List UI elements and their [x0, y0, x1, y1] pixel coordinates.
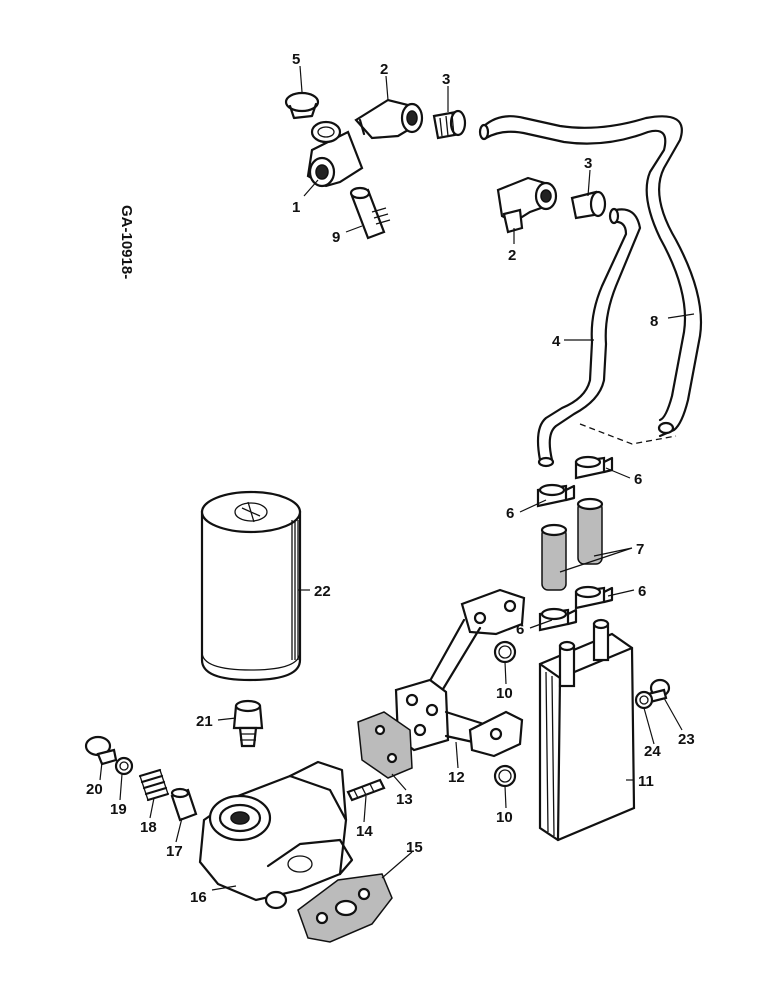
label-2b: 2 [508, 247, 516, 264]
clamp-6d [538, 607, 578, 632]
adaptor-3-top [432, 109, 467, 140]
label-6d: 6 [516, 621, 524, 638]
label-15: 15 [406, 839, 423, 856]
label-24: 24 [644, 743, 661, 760]
label-11: 11 [638, 773, 654, 790]
washer-24 [634, 690, 654, 710]
label-4: 4 [552, 333, 561, 350]
label-6c: 6 [638, 583, 646, 600]
hose-4 [536, 208, 642, 462]
clamp-6b [536, 483, 576, 508]
label-21: 21 [196, 713, 213, 730]
label-3: 3 [442, 71, 450, 88]
label-3b: 3 [584, 155, 592, 172]
washer-19 [114, 756, 134, 776]
label-6b: 6 [506, 505, 514, 522]
adaptor-21 [232, 699, 264, 748]
elbow-2-top [354, 98, 424, 140]
label-14: 14 [356, 823, 373, 840]
label-13: 13 [396, 791, 413, 808]
label-7: 7 [636, 541, 644, 558]
reference-code: GA-10918- [118, 205, 135, 279]
o-ring-10b [493, 764, 517, 788]
label-12: 12 [448, 769, 465, 786]
elbow-2-right [496, 176, 558, 234]
o-ring-10a [493, 640, 517, 664]
plug-23 [646, 678, 671, 704]
label-19: 19 [110, 801, 127, 818]
filter-base-16 [198, 760, 354, 910]
label-10a: 10 [496, 685, 513, 702]
clamp-6c [574, 585, 614, 610]
hose-8 [482, 115, 703, 438]
gasket-15 [297, 873, 393, 943]
spring-18 [138, 768, 170, 802]
label-8: 8 [650, 313, 658, 330]
label-20: 20 [86, 781, 103, 798]
filter-22 [200, 490, 302, 682]
tee-fitting-1 [306, 120, 364, 188]
label-17: 17 [166, 843, 183, 860]
plug-20 [84, 735, 118, 766]
nipple-9 [349, 186, 391, 240]
part-labels: 1 2 3 5 9 3 2 4 8 6 6 7 6 6 10 10 11 12 … [86, 51, 695, 906]
bracket-12 [394, 588, 526, 758]
clamp-6a [574, 455, 614, 480]
label-16: 16 [190, 889, 207, 906]
label-22: 22 [314, 583, 331, 600]
label-5: 5 [292, 51, 300, 68]
valve-17 [170, 787, 198, 822]
label-1: 1 [292, 199, 300, 216]
leader-lines [99, 65, 695, 891]
oil-cooler-11 [538, 618, 636, 842]
stud-14 [346, 778, 386, 802]
label-10b: 10 [496, 809, 513, 826]
label-23: 23 [678, 731, 695, 748]
gasket-13 [357, 711, 413, 779]
label-2: 2 [380, 61, 388, 78]
plug-5 [284, 91, 320, 120]
label-9: 9 [332, 229, 340, 246]
hose-sleeve-7b [576, 497, 604, 565]
label-18: 18 [140, 819, 157, 836]
hose-sleeve-7a [540, 523, 568, 591]
label-6a: 6 [634, 471, 642, 488]
